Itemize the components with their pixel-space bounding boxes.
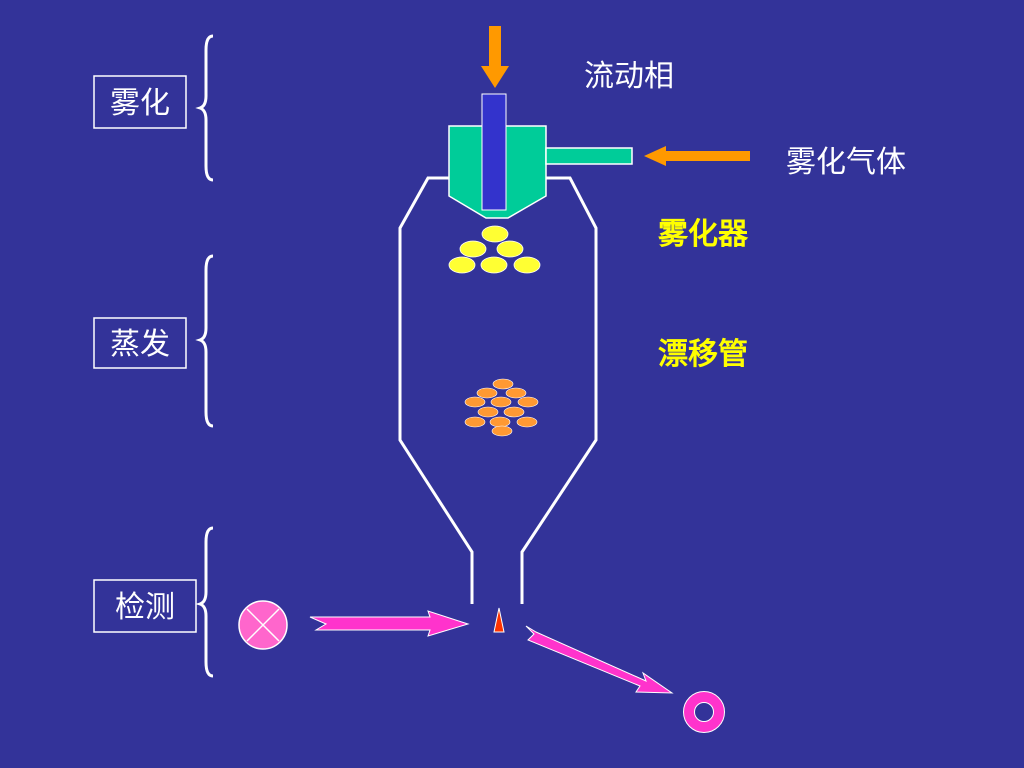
nebulizer-body (448, 93, 633, 219)
large-droplet (459, 240, 487, 258)
large-droplet (513, 256, 541, 274)
stage-box-evaporation (93, 317, 187, 369)
small-droplet (477, 406, 499, 418)
label-nebulizing-gas: 雾化气体 (786, 145, 906, 180)
small-droplet (503, 406, 525, 418)
small-droplet (505, 387, 527, 399)
stage-label-evaporation: 蒸发 (110, 327, 170, 362)
droplets-small (464, 378, 539, 437)
brace-nebulization (195, 34, 214, 182)
mobile-phase-arrow (481, 26, 509, 88)
stage-nebulization: 雾化 (93, 34, 214, 182)
laser-beam-arrow (309, 610, 470, 637)
brace-detection (195, 526, 214, 678)
stage-label-nebulization: 雾化 (110, 86, 170, 121)
drift-tube (398, 176, 598, 604)
large-droplet (481, 225, 509, 243)
label-nebulizer: 雾化器 (658, 217, 749, 252)
small-droplet (517, 396, 539, 408)
large-droplet (480, 256, 508, 274)
particle-icon (493, 607, 505, 633)
small-droplet (516, 416, 538, 428)
droplets-large (448, 225, 541, 274)
small-droplet (476, 387, 498, 399)
stage-label-detection: 检测 (115, 590, 175, 625)
detector-ring-icon (683, 691, 725, 733)
label-drift-tube: 漂移管 (658, 337, 748, 372)
stage-box-nebulization (93, 75, 187, 129)
small-droplet (492, 378, 514, 390)
brace-evaporation (195, 254, 214, 428)
stage-box-detection (93, 579, 197, 633)
light-source-icon (238, 600, 288, 650)
gas-inlet-tube (545, 147, 633, 165)
small-droplet (489, 416, 511, 428)
large-droplet (496, 240, 524, 258)
label-mobile-phase: 流动相 (584, 59, 674, 94)
large-droplet (448, 256, 476, 274)
small-droplet (491, 425, 513, 437)
small-droplet (464, 396, 486, 408)
small-droplet (490, 396, 512, 408)
scattered-light-arrow (525, 625, 674, 694)
capillary-tube (481, 93, 507, 211)
nebulizing-gas-arrow (644, 146, 750, 166)
stage-evaporation: 蒸发 (93, 254, 214, 428)
stage-detection: 检测 (93, 526, 214, 678)
small-droplet (464, 416, 486, 428)
